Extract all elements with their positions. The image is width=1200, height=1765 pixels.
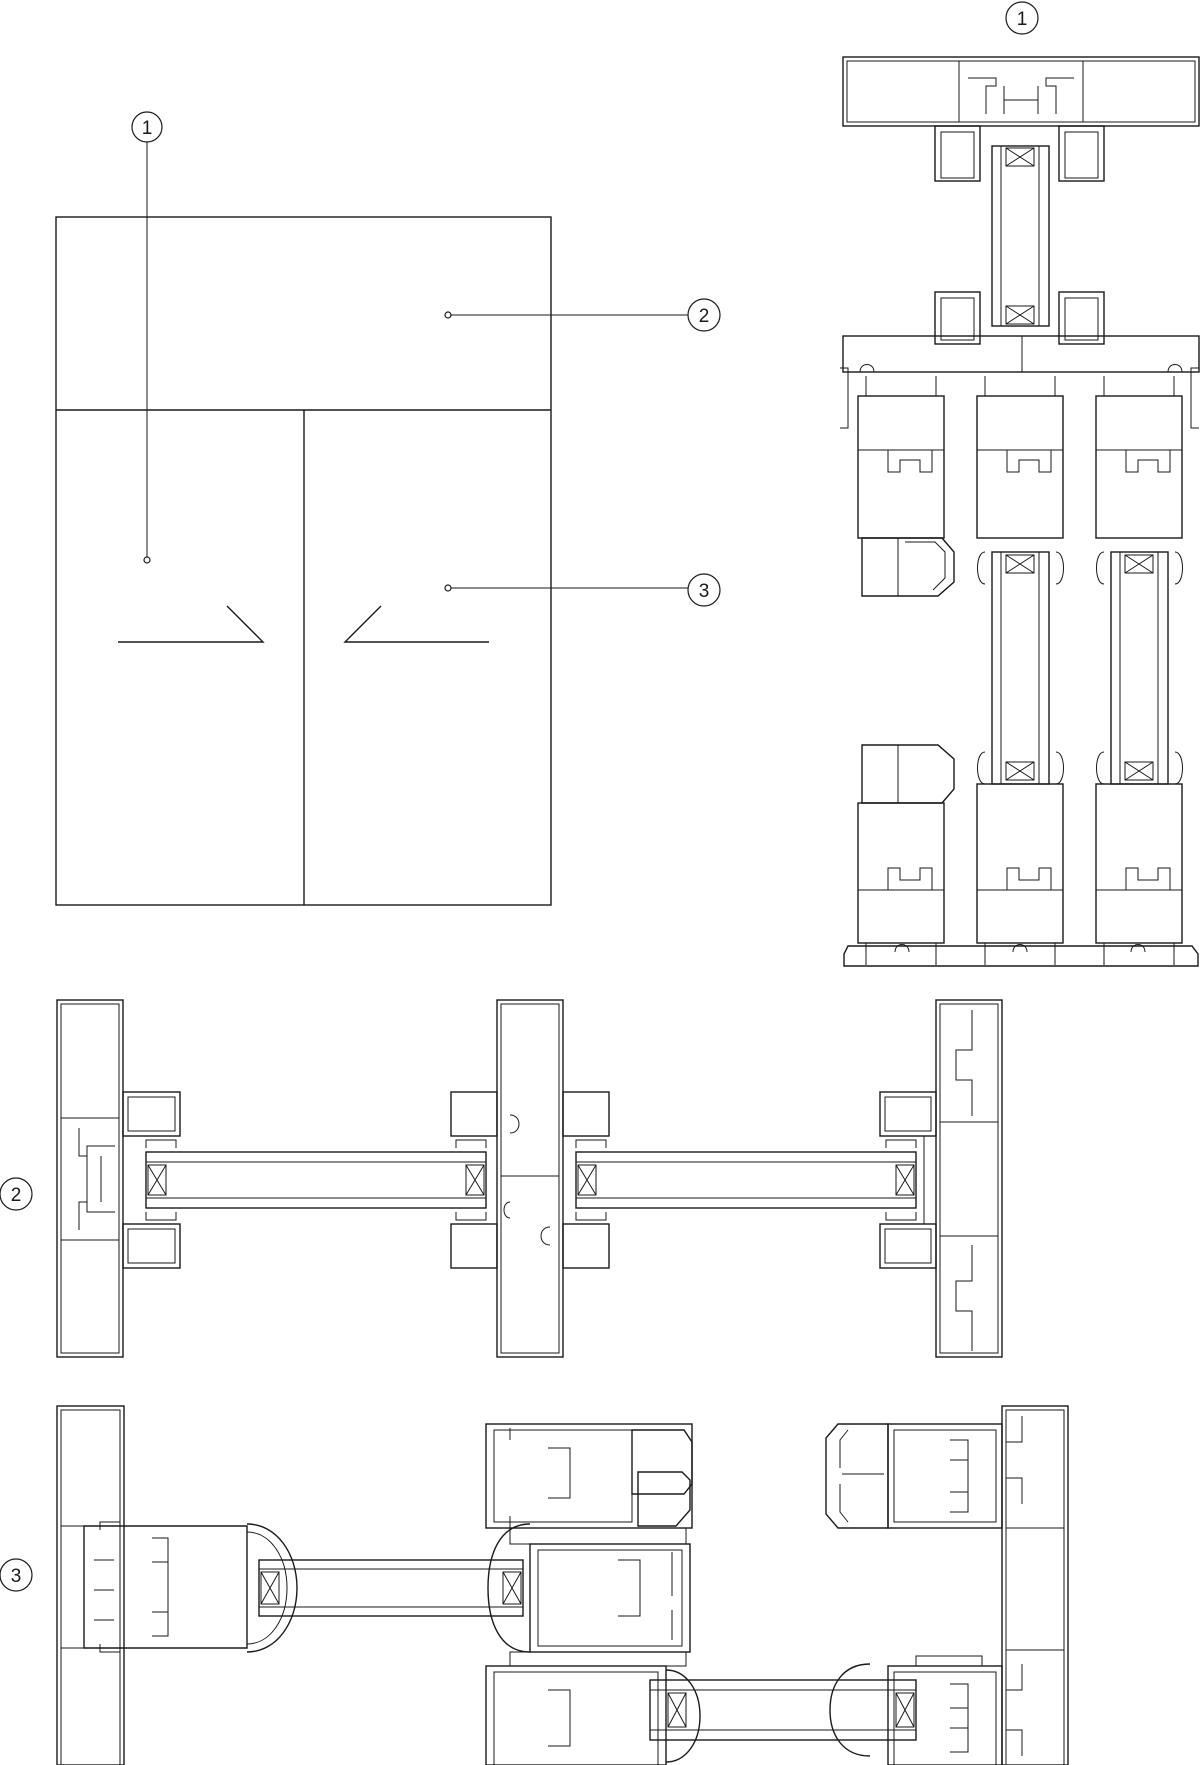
section-2-horizontal: 2 (0, 999, 1003, 1358)
elevation-leader-1: 1 (131, 111, 163, 564)
marker-label: 1 (142, 118, 153, 139)
slide-arrow-right (343, 605, 489, 643)
section-2-label: 2 (0, 1177, 33, 1211)
marker-label: 3 (699, 581, 710, 602)
slide-arrow-left (118, 605, 265, 643)
section-3-label: 3 (0, 1558, 33, 1592)
elevation-leader-2: 2 (444, 298, 721, 332)
section-1-label: 1 (1005, 1, 1039, 35)
section-1-vertical: 1 (840, 1, 1200, 967)
section-3-horizontal: 3 (0, 1405, 1069, 1765)
elevation-leader-3: 3 (444, 573, 721, 607)
svg-text:2: 2 (11, 1185, 22, 1206)
marker-label: 2 (699, 306, 710, 327)
svg-text:3: 3 (11, 1566, 22, 1587)
svg-text:1: 1 (1017, 9, 1028, 30)
elevation-view: 1 2 3 (55, 111, 721, 906)
